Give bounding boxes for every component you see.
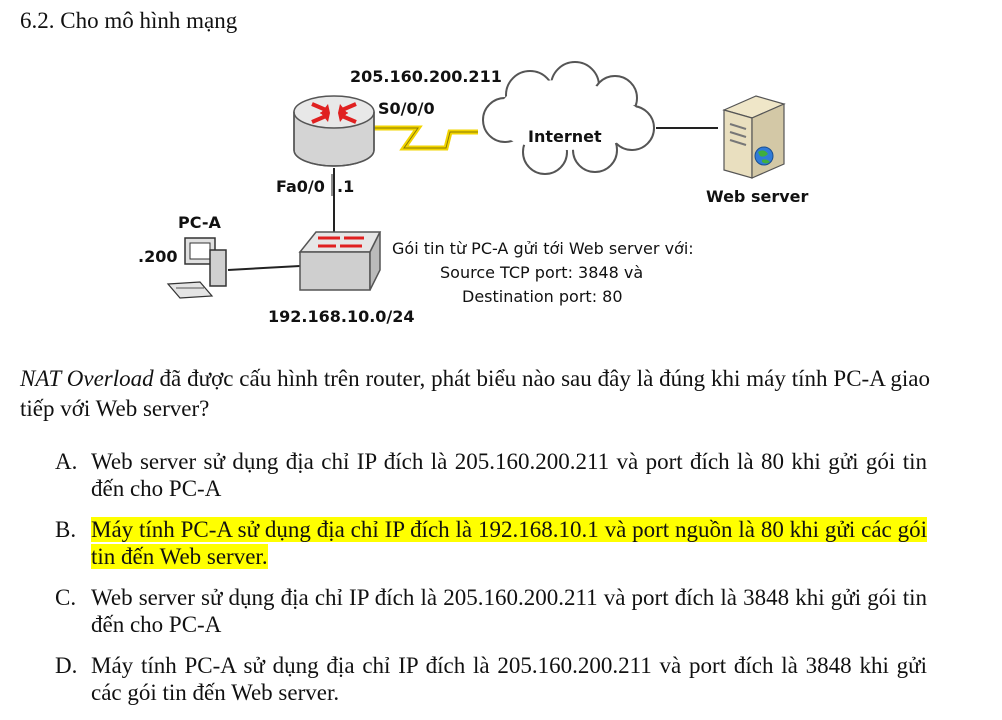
router-icon bbox=[293, 95, 375, 167]
serial-link bbox=[372, 125, 478, 151]
option-a[interactable]: A. Web server sử dụng địa chỉ IP đích là… bbox=[55, 448, 927, 502]
question-text: NAT Overload đã được cấu hình trên route… bbox=[20, 364, 930, 424]
network-diagram: 205.160.200.211 S0/0/0 Internet Web serv… bbox=[138, 61, 809, 326]
router-ip-label: 205.160.200.211 bbox=[350, 67, 502, 86]
web-server-icon bbox=[722, 95, 786, 179]
internet-label: Internet bbox=[528, 127, 602, 146]
internet-cloud bbox=[482, 61, 655, 175]
option-letter: C. bbox=[55, 585, 77, 610]
option-text: Web server sử dụng địa chỉ IP đích là 20… bbox=[91, 449, 927, 501]
option-d[interactable]: D. Máy tính PC-A sử dụng địa chỉ IP đích… bbox=[55, 652, 927, 706]
pc-switch-link bbox=[227, 265, 301, 271]
fa-host-label: .1 bbox=[337, 177, 354, 196]
question-body: đã được cấu hình trên router, phát biểu … bbox=[20, 366, 931, 421]
option-text: Máy tính PC-A sử dụng địa chỉ IP đích là… bbox=[91, 653, 927, 705]
lan-network-label: 192.168.10.0/24 bbox=[268, 307, 415, 326]
packet-note-line: Source TCP port: 3848 và bbox=[440, 263, 643, 282]
switch-icon bbox=[298, 231, 382, 291]
option-letter: B. bbox=[55, 517, 77, 542]
section-heading: 6.2. Cho mô hình mạng bbox=[20, 8, 238, 33]
packet-note-line: Destination port: 80 bbox=[462, 287, 623, 306]
question-term: NAT Overload bbox=[20, 366, 154, 391]
pc-host-label: .200 bbox=[138, 247, 177, 266]
option-letter: D. bbox=[55, 653, 78, 678]
fa-interface-label: Fa0/0 bbox=[276, 177, 325, 196]
option-b[interactable]: B. Máy tính PC-A sử dụng địa chỉ IP đích… bbox=[55, 516, 927, 570]
serial-interface-label: S0/0/0 bbox=[378, 99, 435, 118]
option-text: Web server sử dụng địa chỉ IP đích là 20… bbox=[91, 585, 927, 637]
pc-icon bbox=[166, 237, 227, 299]
option-text-highlighted: Máy tính PC-A sử dụng địa chỉ IP đích là… bbox=[91, 517, 927, 569]
option-letter: A. bbox=[55, 449, 78, 474]
web-server-label: Web server bbox=[706, 187, 809, 206]
answer-options: A. Web server sử dụng địa chỉ IP đích là… bbox=[55, 448, 927, 720]
option-c[interactable]: C. Web server sử dụng địa chỉ IP đích là… bbox=[55, 584, 927, 638]
pc-label: PC-A bbox=[178, 213, 221, 232]
packet-note-line: Gói tin từ PC-A gửi tới Web server với: bbox=[392, 239, 694, 258]
